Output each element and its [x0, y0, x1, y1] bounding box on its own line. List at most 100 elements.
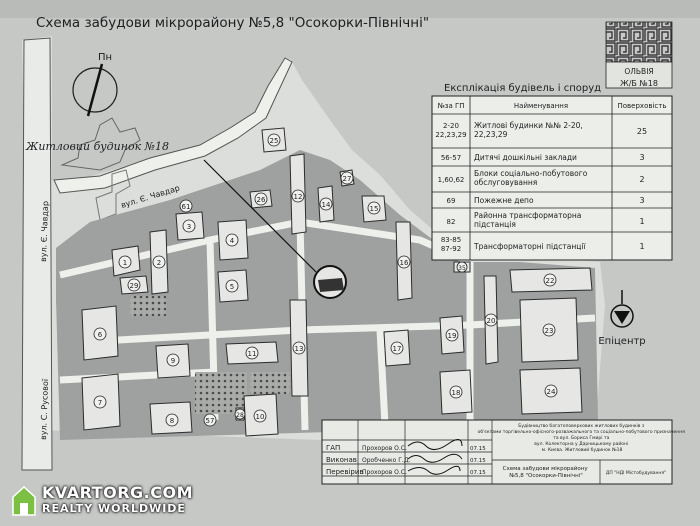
- svg-text:1: 1: [639, 242, 644, 251]
- svg-text:Пожежне депо: Пожежне депо: [474, 196, 534, 205]
- watermark-subtitle: REALTY WORLDWIDE: [42, 502, 186, 515]
- watermark: KVARTORG.COM REALTY WORLDWIDE: [10, 481, 210, 521]
- marker-1: 1: [118, 255, 132, 269]
- svg-text:23: 23: [545, 327, 554, 335]
- marker-18: 18: [449, 385, 463, 399]
- svg-text:1,60,62: 1,60,62: [438, 176, 465, 184]
- marker-61: 61: [179, 199, 193, 213]
- svg-text:19: 19: [448, 332, 457, 340]
- svg-text:24: 24: [547, 388, 556, 396]
- svg-text:11: 11: [248, 350, 257, 358]
- marker-26: 26: [254, 192, 268, 206]
- watermark-brand: KVARTORG.COM: [42, 483, 193, 502]
- marker-25: 25: [267, 133, 281, 147]
- road-chavdar: [53, 57, 293, 194]
- svg-text:25: 25: [637, 127, 647, 136]
- title-stamp: ГАП Прохоров О.С. 07.15 Виконав Оробченк…: [321, 419, 685, 485]
- svg-text:25: 25: [270, 137, 279, 145]
- stamp-role-1: ГАП: [326, 444, 340, 452]
- svg-text:Пн: Пн: [98, 52, 112, 63]
- svg-text:12: 12: [294, 193, 303, 201]
- marker-22: 22: [543, 273, 557, 287]
- svg-text:3: 3: [639, 196, 644, 205]
- svg-text:57: 57: [206, 417, 215, 425]
- marker-24: 24: [544, 384, 558, 398]
- paper-top-edge: [0, 0, 700, 18]
- marker-4: 4: [225, 233, 239, 247]
- building-18-footprint: [318, 278, 344, 292]
- svg-text:2: 2: [639, 175, 644, 184]
- stamp-org: ДП "НДІ Містобудування": [606, 470, 666, 476]
- marker-7: 7: [93, 395, 107, 409]
- building-numbers: 1 2 3 4 5 6 7 8 9 10 11 12 13 14 15 16 1…: [93, 133, 558, 427]
- marker-12: 12: [291, 189, 305, 203]
- marker-6: 6: [93, 327, 107, 341]
- signature-2: [407, 453, 463, 463]
- svg-text:Трансформаторні підстанції: Трансформаторні підстанції: [473, 242, 586, 251]
- svg-text:16: 16: [400, 259, 409, 267]
- signature-1: [407, 439, 463, 450]
- marker-14: 14: [319, 197, 333, 211]
- stamp-name-3: Прохоров О.С.: [362, 469, 407, 476]
- legend-table: Експлікація будівель і споруд №за ГП Най…: [431, 82, 673, 261]
- svg-text:Житлові будинки №№ 2-20,22,23,: Житлові будинки №№ 2-20,22,23,29: [474, 121, 583, 139]
- existing-block-outline: [60, 117, 141, 171]
- parking-area-3: [130, 296, 166, 316]
- svg-text:Дитячі дошкільні заклади: Дитячі дошкільні заклади: [474, 153, 577, 162]
- svg-text:28: 28: [236, 412, 244, 419]
- svg-text:56-57: 56-57: [441, 154, 461, 162]
- svg-text:5: 5: [230, 283, 234, 291]
- svg-text:15: 15: [370, 205, 379, 213]
- parking-area-2: [250, 372, 290, 394]
- street-label-rusovoi: вул. С. Русової: [39, 378, 50, 440]
- legend-header-num: №за ГП: [437, 102, 464, 110]
- marker-16: 16: [397, 255, 411, 269]
- marker-9: 9: [166, 353, 180, 367]
- parking-area-1: [195, 372, 247, 414]
- marker-28: 28: [234, 408, 246, 420]
- corner-logo: ОЛЬВІЯ Ж/Б №18: [605, 21, 673, 89]
- map-title: Схема забудови мікрорайону №5,8 "Осокорк…: [36, 15, 429, 31]
- svg-text:8: 8: [170, 417, 174, 425]
- svg-text:2: 2: [157, 259, 161, 267]
- legend-header-name: Найменування: [514, 102, 568, 110]
- signature-3: [407, 465, 461, 475]
- street-label-chavdar-2: вул. Є. Чавдар: [39, 201, 50, 262]
- svg-text:6: 6: [98, 331, 103, 339]
- marker-27: 27: [340, 171, 354, 185]
- svg-text:13: 13: [295, 345, 304, 353]
- svg-text:14: 14: [322, 201, 331, 209]
- marker-17: 17: [390, 341, 404, 355]
- stamp-date-1: 07.15: [470, 446, 486, 452]
- marker-10: 10: [253, 409, 267, 423]
- svg-text:69: 69: [447, 197, 456, 205]
- marker-15: 15: [367, 201, 381, 215]
- marker-5: 5: [225, 279, 239, 293]
- marker-2: 2: [152, 255, 166, 269]
- svg-text:1: 1: [639, 217, 644, 226]
- svg-text:9: 9: [171, 357, 175, 365]
- svg-text:22: 22: [546, 277, 555, 285]
- svg-text:20: 20: [487, 317, 496, 325]
- svg-text:4: 4: [230, 237, 235, 245]
- stamp-name-2: Оробченко Г.Д.: [362, 457, 411, 464]
- north-arrow: Пн: [72, 52, 118, 117]
- legend-title: Експлікація будівель і споруд: [444, 82, 601, 94]
- stamp-role-2: Виконав: [326, 456, 357, 464]
- stamp-name-1: Прохоров О.С.: [362, 445, 407, 452]
- svg-text:27: 27: [343, 175, 352, 183]
- legend-row-2: 56-57 Дитячі дошкільні заклади 3: [441, 153, 645, 162]
- stamp-date-2: 07.15: [470, 458, 486, 464]
- callout-leader-line: [203, 159, 317, 273]
- marker-11: 11: [245, 346, 259, 360]
- svg-text:1: 1: [123, 259, 127, 267]
- stamp-date-3: 07.15: [470, 470, 486, 476]
- svg-text:3: 3: [187, 223, 191, 231]
